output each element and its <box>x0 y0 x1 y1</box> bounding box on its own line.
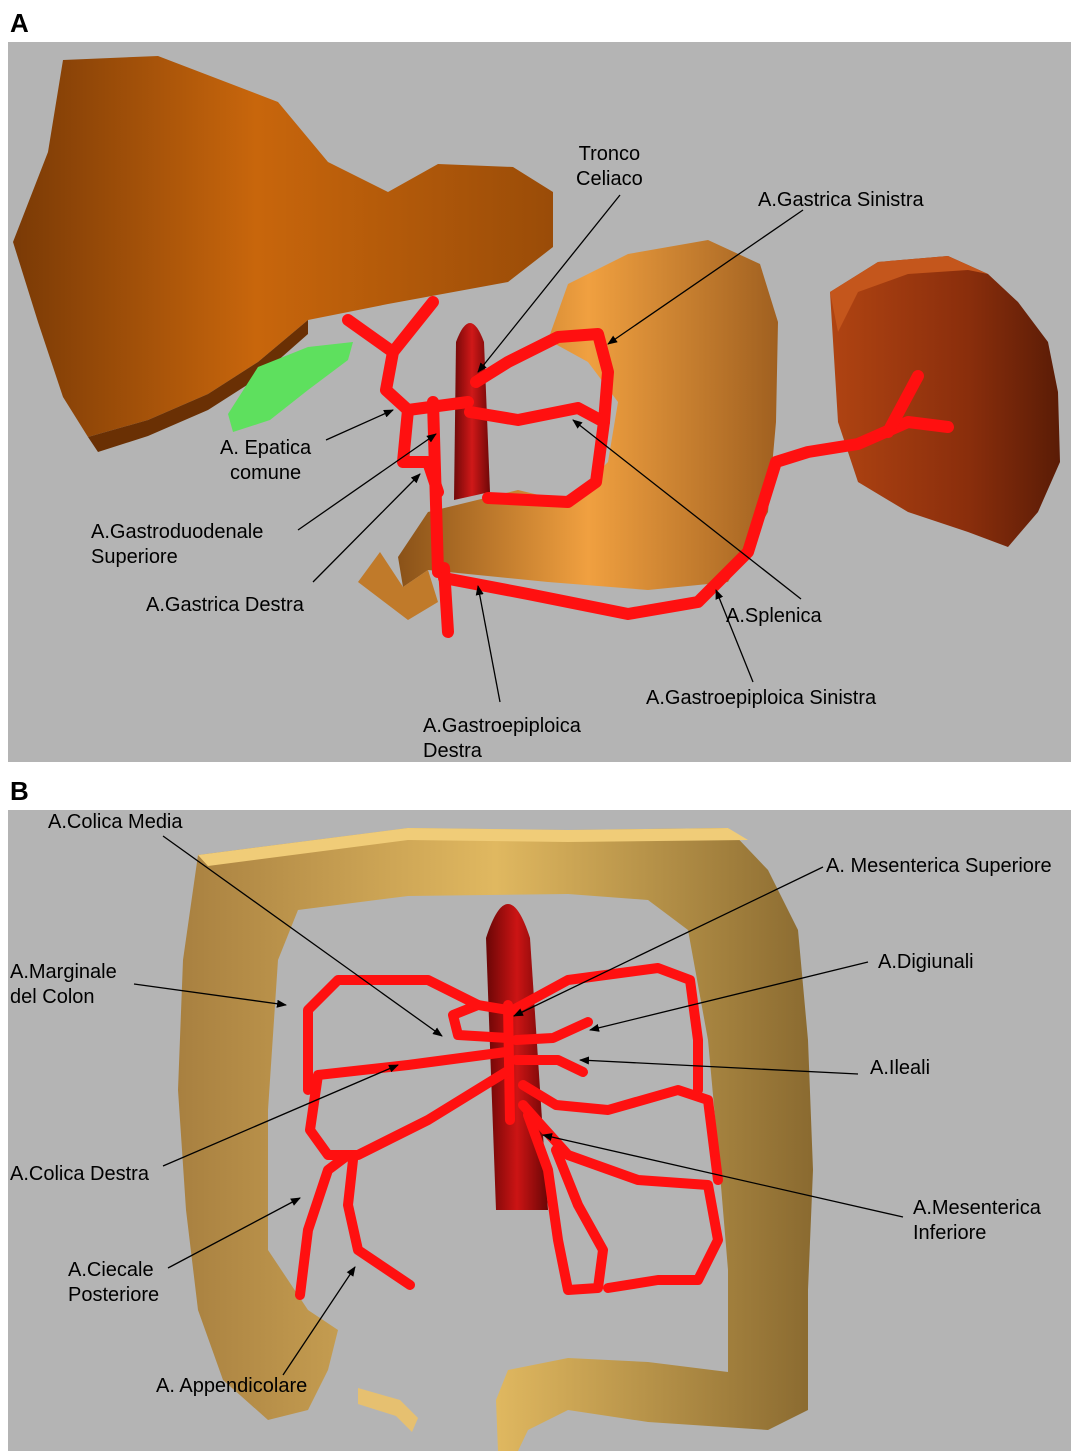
leader-gastroepiploica-destra <box>478 586 500 702</box>
panel-b-letter: B <box>10 776 29 807</box>
label-digiunali: A.Digiunali <box>878 950 974 975</box>
label-tronco-celiaco: Tronco Celiaco <box>576 142 643 192</box>
label-gastrica-destra: A.Gastrica Destra <box>146 593 304 618</box>
artery-colica-destra <box>310 1052 506 1155</box>
label-gastroduodenale-superiore: A.Gastroduodenale Superiore <box>91 520 263 570</box>
label-mesenterica-superiore: A. Mesenterica Superiore <box>826 854 1052 879</box>
label-colica-destra: A.Colica Destra <box>10 1162 149 1187</box>
label-gastroepiploica-sinistra: A.Gastroepiploica Sinistra <box>646 686 876 711</box>
label-colica-media: A.Colica Media <box>48 810 183 835</box>
leader-epatica-comune <box>326 410 393 440</box>
artery-gastrica-destra <box>433 402 438 572</box>
panel-a-diagram: Tronco Celiaco A.Gastrica Sinistra A. Ep… <box>8 42 1071 762</box>
panel-b-illustration <box>8 810 1071 1451</box>
label-gastrica-sinistra: A.Gastrica Sinistra <box>758 188 924 213</box>
label-mesenterica-inferiore: A.Mesenterica Inferiore <box>913 1196 1041 1246</box>
artery-appendicolare <box>348 1160 410 1285</box>
artery-splenica <box>470 408 604 502</box>
label-gastroepiploica-destra: A.Gastroepiploica Destra <box>423 714 581 762</box>
leader-gastroduodenale <box>298 434 436 530</box>
artery-epatica <box>348 302 433 352</box>
panel-b-diagram: A.Colica Media A. Mesenterica Superiore … <box>8 810 1071 1451</box>
artery-marginale-right <box>513 968 698 1090</box>
artery-ileocolica <box>300 1155 348 1295</box>
panel-a-illustration <box>8 42 1071 762</box>
label-splenica: A.Splenica <box>726 604 822 629</box>
artery-mesenterica-superiore <box>508 1005 510 1120</box>
spleen-shape <box>830 256 1060 547</box>
label-epatica-comune: A. Epatica comune <box>220 436 311 486</box>
panel-a-letter: A <box>10 8 29 39</box>
label-appendicolare: A. Appendicolare <box>156 1374 307 1399</box>
label-ileali: A.Ileali <box>870 1056 930 1081</box>
label-ciecale-posteriore: A.Ciecale Posteriore <box>68 1258 159 1308</box>
label-marginale-colon: A.Marginale del Colon <box>10 960 117 1010</box>
